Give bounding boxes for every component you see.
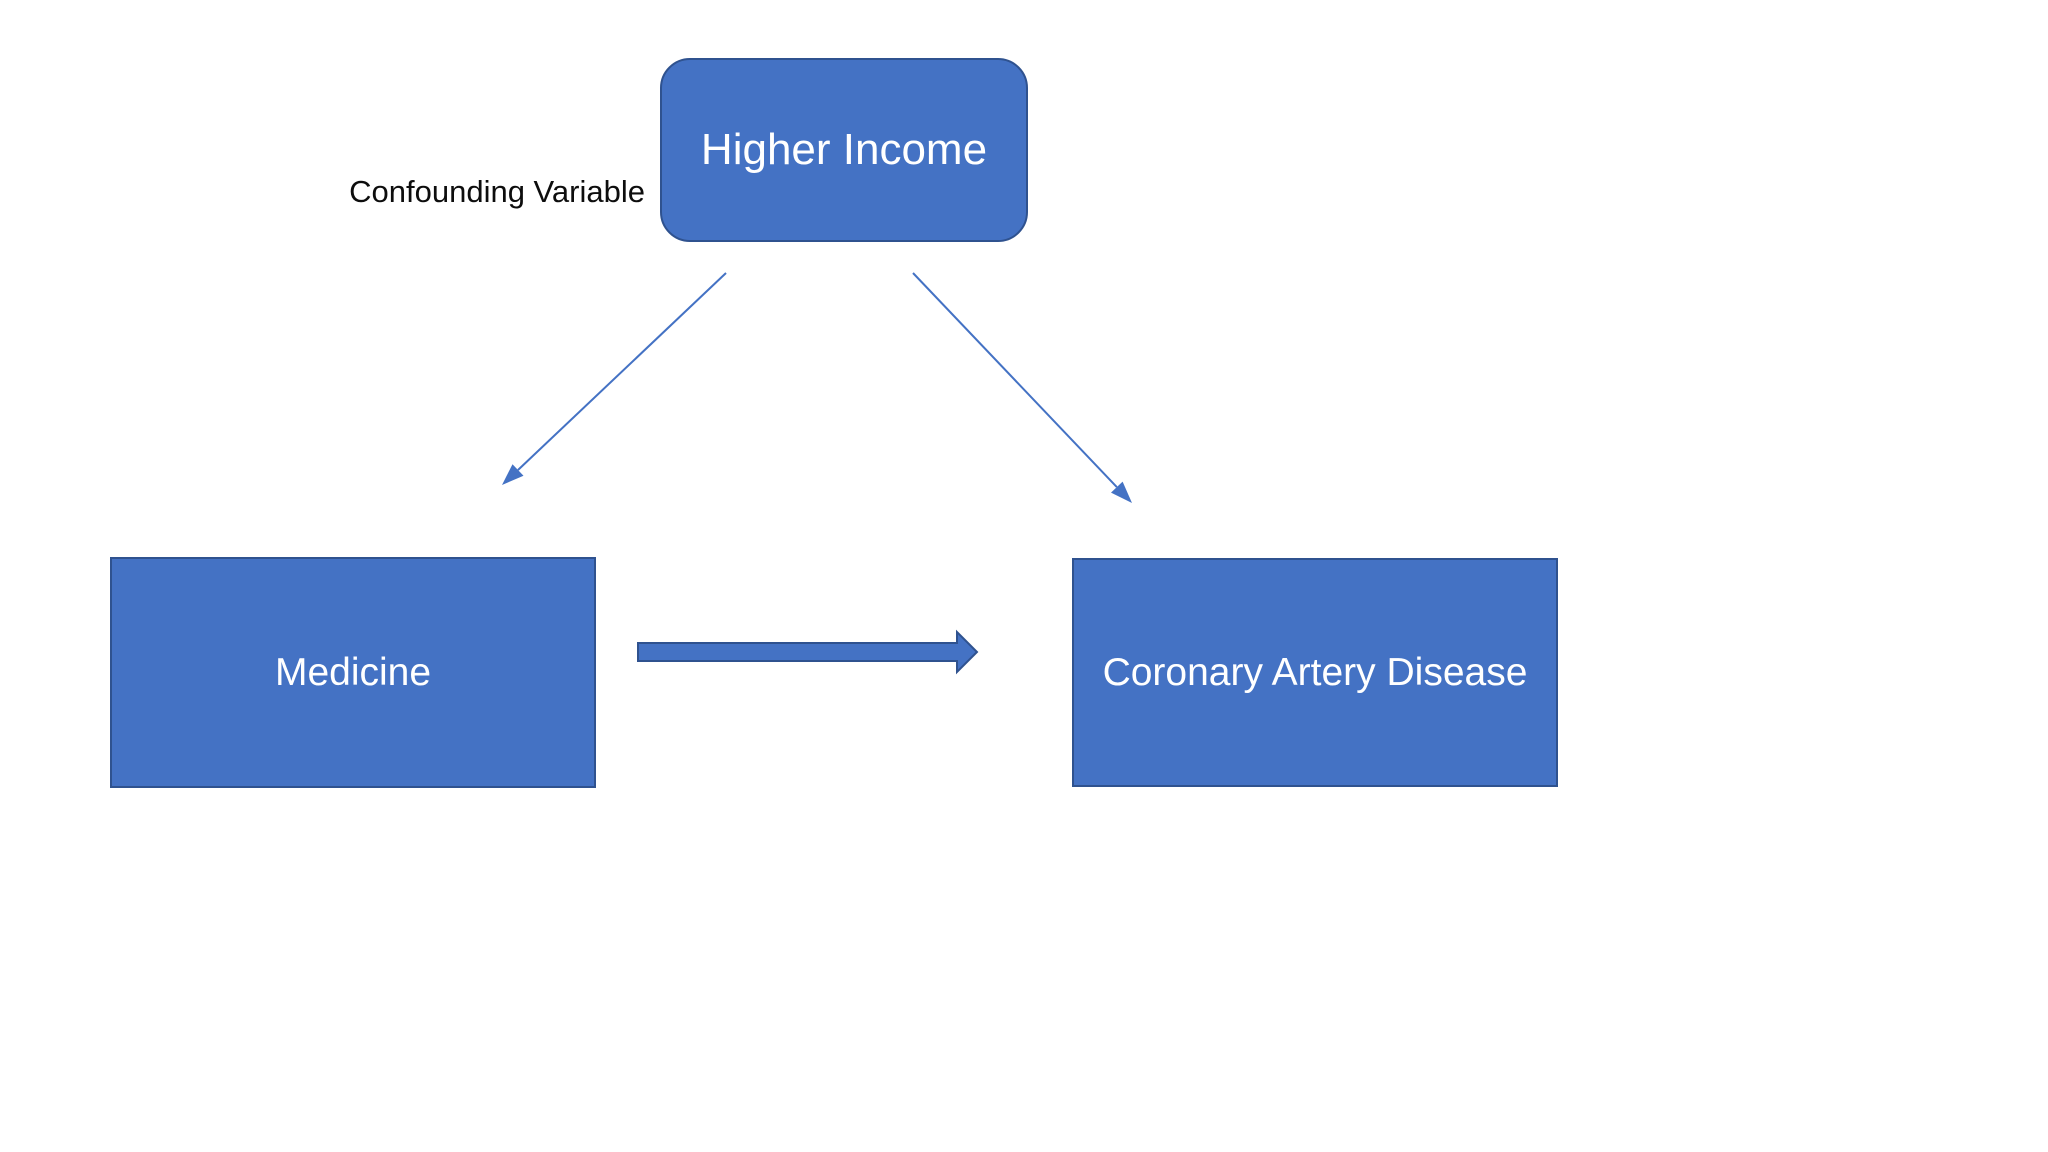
node-medicine: Medicine <box>110 557 596 788</box>
edge-confounder-to-medicine-arrow <box>502 272 727 485</box>
node-coronary-artery-disease: Coronary Artery Disease <box>1072 558 1558 787</box>
edge-confounder-to-medicine-line <box>517 272 727 471</box>
node-coronary-artery-disease-label: Coronary Artery Disease <box>1102 650 1528 694</box>
node-medicine-label: Medicine <box>274 650 432 694</box>
confounding-variable-label: Confounding Variable <box>349 174 645 209</box>
node-higher-income-label: Higher Income <box>700 125 988 174</box>
node-higher-income: Higher Income <box>660 58 1028 242</box>
edge-medicine-to-cad-thick-arrow <box>637 629 979 675</box>
edge-confounder-to-cad-arrow <box>912 272 1132 503</box>
edge-confounder-to-medicine-arrowhead-icon <box>502 464 524 485</box>
edge-confounder-to-cad-arrowhead-icon <box>1111 481 1132 503</box>
edge-confounder-to-cad-line <box>912 272 1118 488</box>
